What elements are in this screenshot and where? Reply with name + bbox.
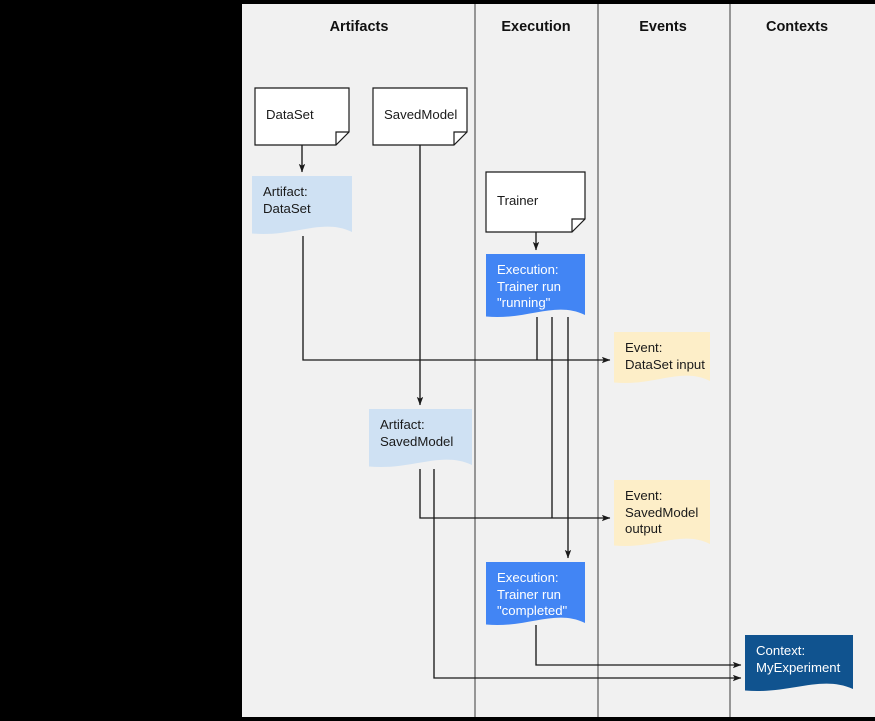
node-shape-note-trainer bbox=[485, 171, 586, 233]
node-label-artifact-savedmodel: Artifact: SavedModel bbox=[380, 417, 454, 449]
node-shape-artifact-savedmodel bbox=[369, 409, 472, 468]
node-shape-exec-completed bbox=[486, 562, 585, 626]
node-label-note-trainer: Trainer bbox=[497, 192, 539, 208]
node-shape-note-dataset bbox=[254, 87, 350, 146]
node-label-event-dataset-input: Event: DataSet input bbox=[625, 340, 705, 372]
note-fold-note-trainer bbox=[571, 218, 585, 232]
node-shape-event-savedmodel-output bbox=[614, 480, 710, 547]
column-header-artifacts: Artifacts bbox=[329, 19, 389, 35]
node-shape-exec-running bbox=[486, 254, 585, 318]
node-label-context-myexperiment: Context: MyExperiment bbox=[756, 643, 841, 675]
node-label-exec-completed: Execution: Trainer run "completed" bbox=[497, 570, 568, 618]
node-label-exec-running: Execution: Trainer run "running" bbox=[497, 262, 562, 310]
edge-e-artifact-saved-to-context bbox=[433, 469, 742, 682]
note-fold-note-savedmodel bbox=[453, 131, 467, 145]
edge-e-exec-completed-to-context bbox=[535, 625, 742, 669]
node-shape-context-myexperiment bbox=[745, 635, 853, 692]
node-shape-event-dataset-input bbox=[614, 332, 710, 384]
edge-e-artifact-saved-to-event2 bbox=[419, 469, 611, 522]
node-label-artifact-dataset: Artifact: DataSet bbox=[263, 184, 311, 216]
node-shape-artifact-dataset bbox=[252, 176, 352, 235]
edge-e-artifact-dataset-to-event1 bbox=[302, 236, 611, 364]
node-label-event-savedmodel-output: Event: SavedModel output bbox=[625, 488, 699, 536]
node-label-note-savedmodel: SavedModel bbox=[384, 107, 458, 123]
note-fold-note-dataset bbox=[335, 131, 349, 145]
column-header-events: Events bbox=[639, 19, 687, 35]
column-header-execution: Execution bbox=[501, 19, 571, 35]
column-header-contexts: Contexts bbox=[765, 19, 829, 35]
node-label-note-dataset: DataSet bbox=[266, 107, 314, 123]
node-shape-note-savedmodel bbox=[372, 87, 468, 146]
